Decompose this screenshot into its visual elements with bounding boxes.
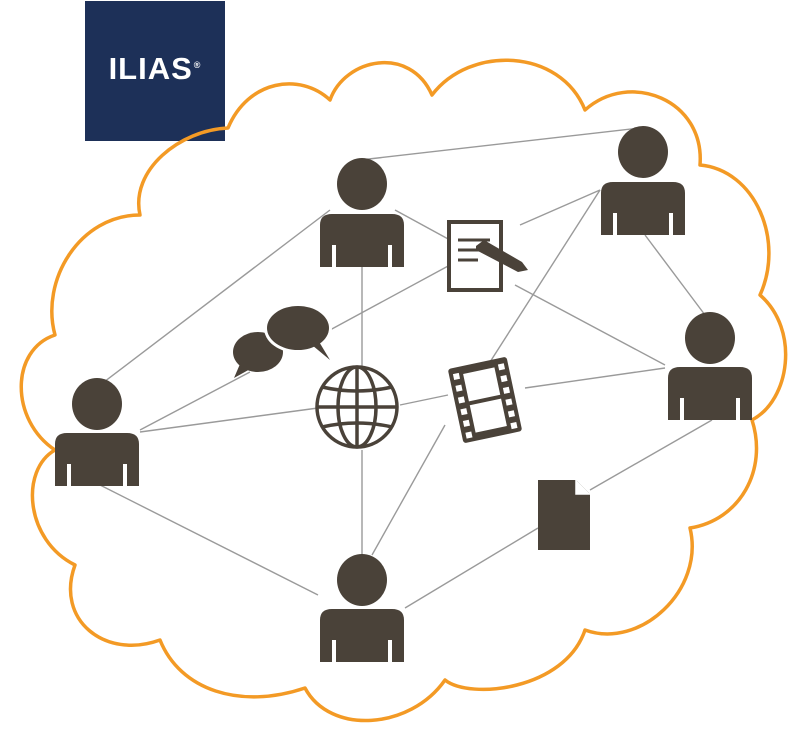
film-strip-icon — [448, 357, 522, 443]
link-user-top-user-left — [99, 209, 331, 386]
link-notepad-chat — [329, 264, 451, 331]
link-film-user-right — [524, 367, 666, 389]
link-notepad-user-right — [514, 284, 666, 366]
link-user-left-chat — [139, 371, 251, 431]
person-icon — [320, 554, 404, 662]
globe-icon — [315, 365, 399, 449]
person-icon — [601, 126, 685, 235]
link-film-user-bottom — [371, 424, 446, 556]
link-globe-film — [399, 394, 449, 406]
person-icon — [320, 158, 404, 267]
link-user-left-globe — [139, 407, 319, 433]
link-user-top-notepad — [394, 209, 451, 241]
link-user-top-right-film — [489, 189, 601, 363]
link-document-user-right — [589, 419, 713, 491]
speech-bubbles-icon — [233, 303, 332, 378]
link-user-bottom-document — [404, 527, 539, 609]
connector-lines — [99, 127, 713, 609]
notepad-pen-icon — [447, 220, 528, 292]
person-icon — [668, 312, 752, 420]
logo-wordmark: ILIAS — [108, 51, 193, 86]
logo-registered-mark: ® — [193, 59, 202, 70]
logo: ILIAS® — [85, 1, 225, 141]
cloud-outline — [19, 58, 788, 723]
person-icon — [55, 378, 139, 486]
link-user-top-right-notepad — [519, 189, 601, 226]
link-user-top-user-top-right — [359, 127, 641, 161]
document-icon — [538, 480, 590, 550]
logo-text: ILIAS® — [109, 51, 202, 87]
link-user-top-right-user-right — [644, 234, 706, 316]
link-user-left-user-bottom — [99, 484, 319, 596]
